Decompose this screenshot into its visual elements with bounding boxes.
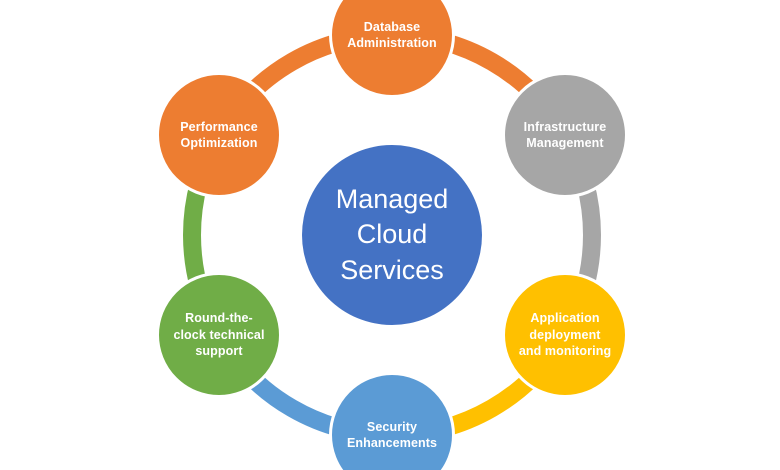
node-database-administration: Database Administration	[329, 0, 455, 98]
node-performance-optimization: Performance Optimization	[156, 72, 282, 198]
node-application-deployment: Application deployment and monitoring	[502, 272, 628, 398]
node-round-the-clock-support: Round-the- clock technical support	[156, 272, 282, 398]
node-infrastructure-management: Infrastructure Management	[502, 72, 628, 198]
center-label: Managed Cloud Services	[335, 184, 449, 285]
node-label: Infrastructure Management	[523, 119, 607, 151]
node-center-managed-cloud-services: Managed Cloud Services	[302, 145, 482, 325]
node-label: Security Enhancements	[346, 419, 438, 451]
node-label: Application deployment and monitoring	[518, 311, 612, 359]
node-label: Round-the- clock technical support	[173, 311, 265, 359]
node-label: Database Administration	[347, 19, 437, 51]
node-label: Performance Optimization	[180, 119, 258, 151]
node-security-enhancements: Security Enhancements	[329, 372, 455, 470]
